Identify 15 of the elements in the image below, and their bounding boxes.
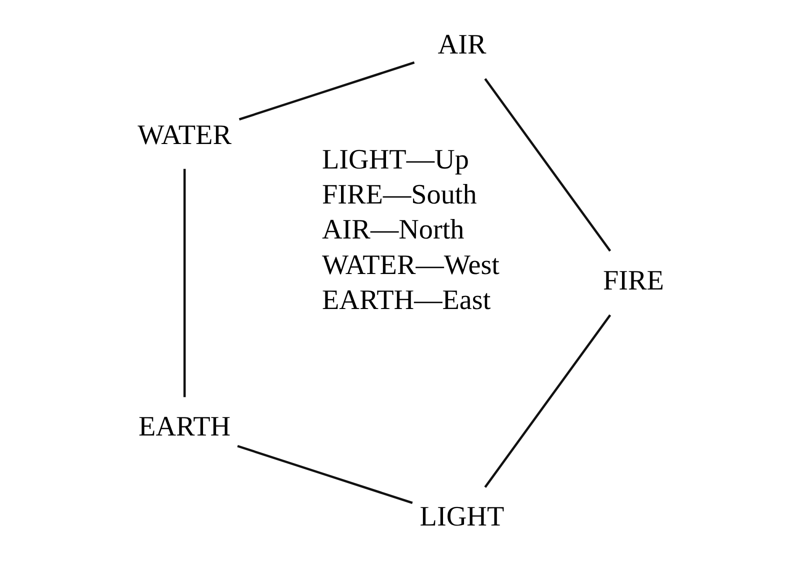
connector [182, 168, 186, 398]
label: EARTH—East [321, 285, 490, 316]
connector [238, 61, 414, 120]
node-text: AIR [437, 30, 486, 61]
label: FIRE—South [321, 179, 476, 210]
node-text: FIRE [602, 266, 664, 297]
label: WATER—West [321, 250, 499, 281]
label: LIGHT—Up [321, 144, 468, 176]
label: AIR—North [321, 214, 464, 246]
node-text: LIGHT [419, 502, 504, 533]
connector [236, 444, 412, 504]
node-text: WATER [137, 120, 231, 151]
node-text: EARTH [138, 412, 230, 443]
connector [484, 78, 611, 252]
connector [484, 314, 611, 488]
